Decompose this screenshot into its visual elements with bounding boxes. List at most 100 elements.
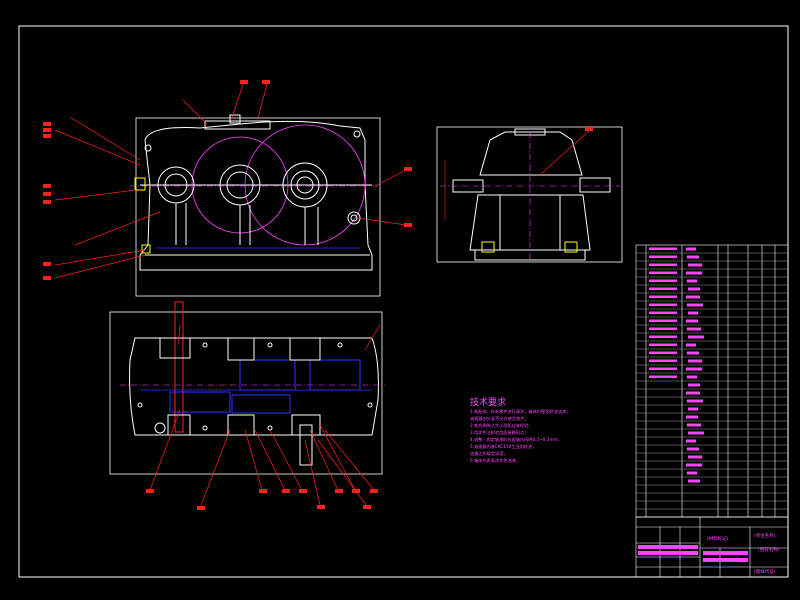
parts-list-mark bbox=[687, 279, 697, 283]
bolt-hole bbox=[367, 402, 373, 408]
balloon-marker bbox=[404, 223, 412, 227]
parts-list-mark bbox=[688, 455, 702, 459]
parts-list-mark bbox=[649, 359, 677, 362]
leader-line bbox=[374, 169, 407, 187]
balloon-marker bbox=[43, 192, 51, 196]
drain-plug bbox=[141, 244, 151, 254]
parts-list-mark bbox=[688, 383, 700, 387]
leader-line bbox=[54, 129, 141, 166]
mid-pinion-section bbox=[231, 394, 291, 414]
balloon-marker bbox=[585, 127, 593, 131]
title-block-markings bbox=[638, 545, 748, 562]
mid-bearing-inner bbox=[226, 171, 254, 199]
leader-line bbox=[317, 439, 367, 506]
title-block-frame bbox=[635, 516, 789, 578]
leader-line bbox=[199, 429, 231, 509]
parts-list-mark bbox=[649, 279, 677, 282]
bolt-hole bbox=[154, 422, 166, 434]
leader-line bbox=[254, 429, 286, 491]
balloon-marker bbox=[352, 489, 360, 493]
parts-list-mark bbox=[686, 415, 698, 419]
parts-list-mark bbox=[686, 343, 696, 347]
balloon-marker bbox=[43, 184, 51, 188]
bolt-hole bbox=[202, 425, 208, 431]
balloon-marker bbox=[43, 276, 51, 280]
balloon-marker bbox=[43, 134, 51, 138]
parts-list-mark bbox=[649, 327, 677, 330]
balloon-marker bbox=[335, 489, 343, 493]
tech-req-line: 3.用涂色法检验齿面接触斑点； bbox=[470, 429, 528, 436]
balloon-marker bbox=[197, 506, 205, 510]
bolt-hole bbox=[267, 425, 273, 431]
tech-req-line: 2.啮合侧隙之大小用铅丝来检验； bbox=[470, 422, 533, 429]
output-gear-section bbox=[309, 359, 361, 391]
balloon-marker bbox=[404, 167, 412, 171]
balloon-marker bbox=[259, 489, 267, 493]
bolt-hole bbox=[202, 342, 208, 348]
parts-list-mark bbox=[688, 335, 704, 339]
title-block-scribble bbox=[638, 545, 698, 549]
title-drawing-code: (图样代号) bbox=[754, 568, 776, 575]
leader-line bbox=[324, 429, 375, 491]
side-bolt-right bbox=[564, 241, 578, 253]
balloon-marker bbox=[262, 80, 270, 84]
input-gear-section bbox=[169, 391, 231, 413]
side-view-frame bbox=[436, 126, 623, 263]
tech-req-line: 油量达到规定深度； bbox=[470, 450, 508, 457]
leader-line bbox=[74, 211, 161, 246]
parts-list-mark bbox=[649, 263, 677, 266]
parts-list-mark bbox=[687, 423, 701, 427]
leader-line bbox=[539, 129, 591, 176]
parts-list-mark bbox=[688, 407, 698, 411]
side-view bbox=[436, 126, 623, 263]
bolt-hole bbox=[337, 342, 343, 348]
parts-list-mark bbox=[649, 351, 677, 354]
technical-requirements: 技术要求 1.装配前，所有零件进行清洗，箱体内壁涂耐油油漆； 减速器剖分面不允许… bbox=[470, 396, 570, 464]
parts-list-mark bbox=[688, 263, 702, 267]
parts-list-mark bbox=[686, 271, 702, 275]
title-block-scribble bbox=[703, 558, 748, 562]
output-shaft bbox=[299, 424, 313, 466]
bolt-hole bbox=[267, 342, 273, 348]
leader-line bbox=[182, 99, 208, 125]
parts-list-mark bbox=[686, 439, 696, 443]
leader-lines bbox=[54, 83, 591, 509]
side-housing-top bbox=[479, 131, 583, 176]
parts-list-mark bbox=[688, 359, 702, 363]
bolt-hole bbox=[137, 402, 143, 408]
parts-list-mark bbox=[649, 287, 677, 290]
bearing bbox=[227, 414, 255, 436]
oil-plug-inner bbox=[350, 214, 358, 222]
housing-base-outline bbox=[139, 184, 373, 271]
parts-list-mark bbox=[688, 287, 700, 291]
parts-list-mark bbox=[649, 367, 677, 370]
leader-line bbox=[149, 409, 181, 491]
leader-line bbox=[257, 83, 268, 119]
bearing bbox=[159, 337, 191, 359]
outer-border bbox=[18, 25, 789, 578]
title-block-scribble bbox=[703, 551, 748, 555]
dipstick bbox=[134, 177, 146, 191]
parts-list-mark bbox=[687, 351, 699, 355]
parts-list-mark bbox=[649, 375, 677, 378]
output-shaft-stub bbox=[579, 177, 611, 193]
tech-req-line: 5.减速器内装CKC150工业齿轮油， bbox=[470, 443, 536, 450]
balloon-marker bbox=[363, 505, 371, 509]
inspection-cover bbox=[204, 120, 271, 130]
leader-line bbox=[357, 217, 407, 226]
leader-line bbox=[231, 83, 244, 119]
tech-req-line: 6.箱体外表面涂灰色油漆。 bbox=[470, 457, 520, 464]
housing-cover-outline bbox=[144, 120, 366, 186]
parts-list-mark bbox=[688, 479, 700, 483]
parts-list-mark bbox=[686, 319, 698, 323]
parts-list-mark bbox=[687, 471, 697, 475]
bearing bbox=[167, 414, 191, 436]
balloon-marker bbox=[43, 200, 51, 204]
balloon-marker bbox=[282, 489, 290, 493]
parts-list-mark bbox=[687, 399, 703, 403]
leader-line bbox=[309, 429, 339, 491]
parts-list-mark bbox=[687, 303, 703, 307]
parts-list-mark bbox=[686, 247, 696, 251]
lifting-lug-left bbox=[144, 144, 152, 152]
